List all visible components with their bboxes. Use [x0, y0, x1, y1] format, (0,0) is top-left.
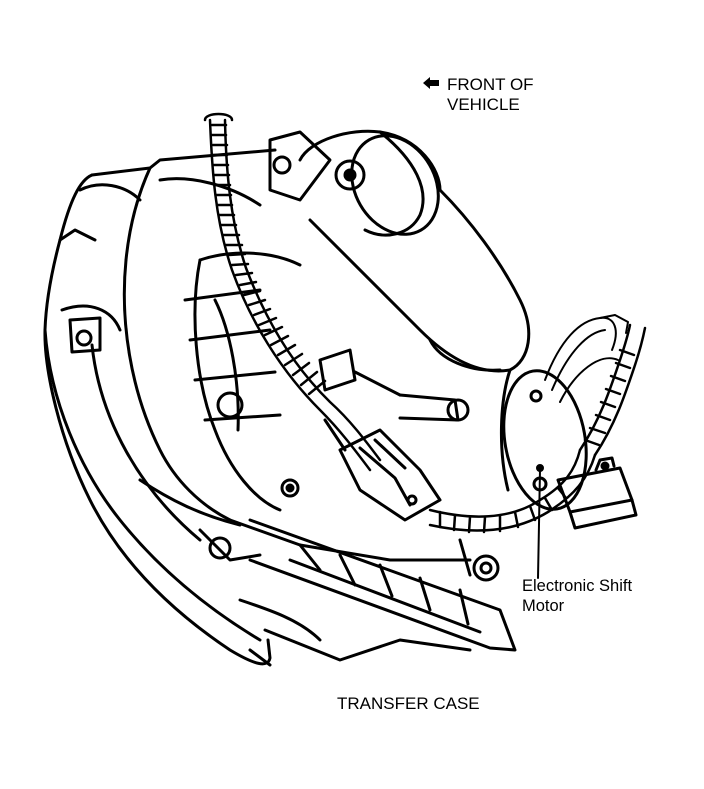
electronic-shift-motor-label: Electronic Shift Motor: [522, 576, 632, 616]
front-direction-arrow-icon: [423, 77, 439, 89]
front-label-line1: FRONT OF: [447, 75, 534, 94]
housing-outline: [43, 148, 277, 666]
motor-label-line1: Electronic Shift: [522, 577, 633, 595]
motor-label-line2: Motor: [522, 597, 565, 615]
case-body: [122, 177, 472, 667]
motor-leader-line: [536, 464, 544, 579]
wiring-harness: [203, 112, 647, 534]
harness-connector: [323, 418, 442, 522]
lower-bracket: [248, 518, 517, 662]
motor-connector-block: [544, 314, 638, 530]
shift-motor: [268, 129, 588, 511]
front-label-line2: VEHICLE: [447, 95, 520, 114]
transfer-case-caption: TRANSFER CASE: [337, 694, 480, 713]
front-of-vehicle-label: FRONT OF VEHICLE: [423, 75, 534, 115]
